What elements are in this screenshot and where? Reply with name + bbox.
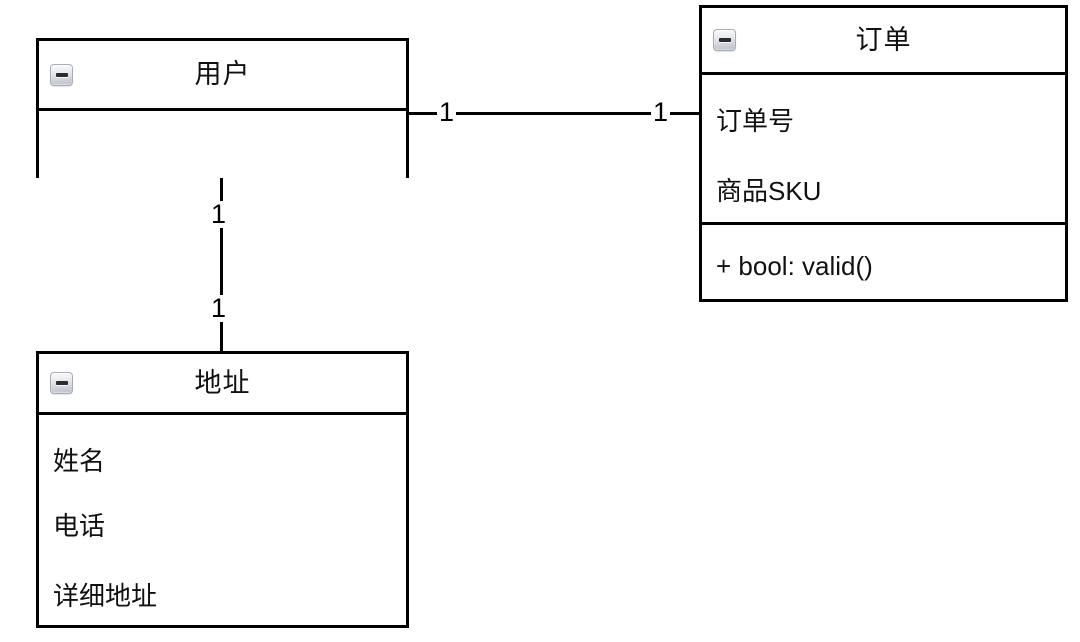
multiplicity-user-address-target: 1	[209, 293, 229, 323]
multiplicity-user-order-source: 1	[437, 97, 457, 127]
uml-class-order-attributes: 订单号 商品SKU	[702, 75, 1065, 225]
uml-class-address-header: 地址	[39, 354, 406, 415]
uml-class-address-title: 地址	[194, 367, 251, 398]
uml-class-user-attributes	[39, 111, 406, 178]
uml-class-order-header: 订单	[702, 8, 1065, 75]
uml-class-address[interactable]: 地址 姓名 电话 详细地址	[36, 351, 409, 628]
uml-method: + bool: valid()	[716, 251, 873, 281]
uml-class-user-header: 用户	[39, 41, 406, 111]
collapse-minus-icon[interactable]	[50, 372, 73, 394]
uml-class-order[interactable]: 订单 订单号 商品SKU + bool: valid()	[699, 5, 1068, 302]
uml-attribute: 订单号	[716, 106, 795, 136]
uml-attribute: 详细地址	[53, 581, 158, 611]
uml-class-address-attributes: 姓名 电话 详细地址	[39, 415, 406, 625]
uml-class-user-title: 用户	[194, 59, 251, 89]
uml-attribute: 商品SKU	[716, 176, 822, 206]
collapse-minus-icon[interactable]	[50, 63, 73, 86]
collapse-minus-icon[interactable]	[713, 29, 736, 51]
uml-class-order-methods: + bool: valid()	[702, 225, 1065, 296]
uml-attribute: 电话	[53, 511, 106, 541]
multiplicity-user-address-source: 1	[209, 199, 229, 229]
association-line-user-order[interactable]	[409, 112, 701, 115]
uml-attribute: 姓名	[53, 446, 106, 476]
uml-class-order-title: 订单	[855, 24, 912, 55]
uml-class-user[interactable]: 用户	[36, 38, 409, 178]
multiplicity-user-order-target: 1	[651, 97, 671, 127]
association-line-user-address[interactable]	[220, 178, 223, 353]
